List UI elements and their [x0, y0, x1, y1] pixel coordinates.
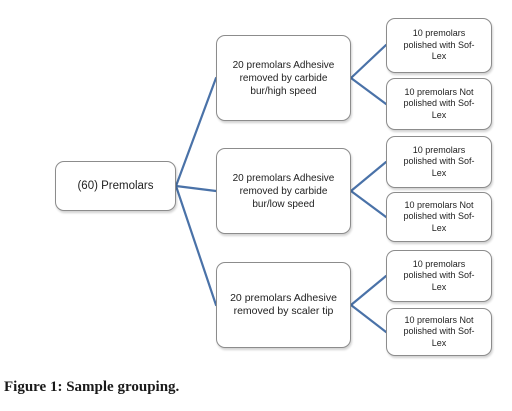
connector-group-2-to-leaf-1 [349, 160, 388, 193]
leaf-node-not-polished: 10 premolars Not polished with Sof- Lex [386, 192, 492, 242]
connector-root-to-group-2 [174, 184, 218, 193]
leaf-node-polished: 10 premolars polished with Sof- Lex [386, 18, 492, 73]
connector-group-3-to-leaf-2 [349, 303, 388, 334]
group-node-label: 20 premolars Adhesive removed by scaler … [230, 292, 337, 317]
leaf-node-label: 10 premolars polished with Sof- Lex [403, 144, 475, 178]
group-node-scaler-tip: 20 premolars Adhesive removed by scaler … [216, 262, 351, 348]
group-node-label: 20 premolars Adhesive removed by carbide… [232, 59, 335, 97]
root-node-label: (60) Premolars [77, 180, 154, 192]
connector-group-1-to-leaf-2 [349, 76, 388, 106]
figure-caption: Figure 1: Sample grouping. [4, 379, 180, 395]
connector-root-to-group-3 [174, 184, 218, 307]
group-node-label: 20 premolars Adhesive removed by carbide… [232, 172, 335, 210]
leaf-node-label: 10 premolars polished with Sof- Lex [403, 258, 475, 292]
leaf-node-not-polished: 10 premolars Not polished with Sof- Lex [386, 308, 492, 356]
connector-group-2-to-leaf-2 [349, 189, 388, 219]
leaf-node-label: 10 premolars Not polished with Sof- Lex [403, 314, 475, 348]
leaf-node-not-polished: 10 premolars Not polished with Sof- Lex [386, 78, 492, 130]
group-node-high-speed: 20 premolars Adhesive removed by carbide… [216, 35, 351, 121]
group-node-low-speed: 20 premolars Adhesive removed by carbide… [216, 148, 351, 234]
connector-root-to-group-1 [174, 76, 218, 188]
leaf-node-label: 10 premolars Not polished with Sof- Lex [403, 86, 475, 120]
leaf-node-label: 10 premolars Not polished with Sof- Lex [403, 199, 475, 233]
connector-group-3-to-leaf-1 [349, 274, 388, 307]
leaf-node-label: 10 premolars polished with Sof- Lex [403, 28, 475, 62]
root-node: (60) Premolars [55, 161, 176, 211]
leaf-node-polished: 10 premolars polished with Sof- Lex [386, 250, 492, 302]
connector-group-1-to-leaf-1 [349, 43, 388, 80]
leaf-node-polished: 10 premolars polished with Sof- Lex [386, 136, 492, 188]
